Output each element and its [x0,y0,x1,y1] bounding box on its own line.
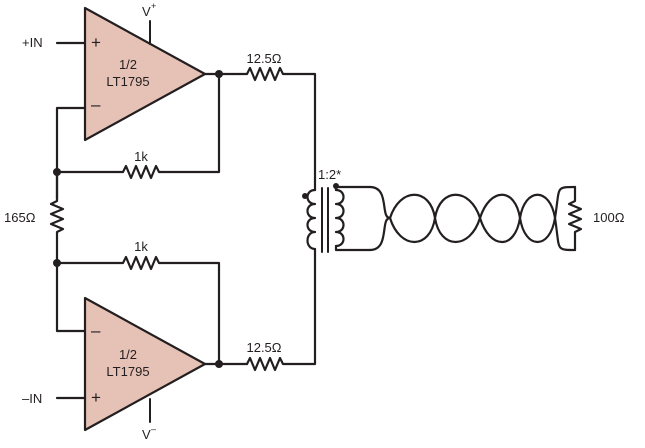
op-amp-top-label-1: 1/2 [119,57,137,72]
resistor-output-bottom [245,247,317,372]
transformer-primary-coil [306,188,317,251]
supply-negative-label: V [142,427,151,442]
resistor-output-top-label: 12.5Ω [246,51,281,66]
supply-positive-label: V [142,4,151,19]
resistor-gain-label: 165Ω [4,210,36,225]
op-amp-top [83,6,207,142]
resistor-output-bottom-label: 12.5Ω [246,340,281,355]
op-amp-top-minus: – [91,95,101,114]
transformer-secondary-coil [334,188,345,248]
op-amp-bottom-label-2: LT1795 [106,364,149,379]
transformer-secondary-bottom-wire [334,244,372,252]
resistor-feedback-top-label: 1k [134,149,148,164]
op-amp-bottom-minus: – [91,321,101,340]
op-amp-bottom [83,296,207,432]
resistor-feedback-bottom-label: 1k [134,239,148,254]
transformer-secondary-top-wire [334,185,372,192]
negative-input-label: –IN [22,391,42,406]
op-amp-bottom-label-1: 1/2 [119,347,137,362]
resistor-output-top [238,66,317,192]
positive-input-label: +IN [22,35,43,50]
twisted-pair-cable-return [368,193,577,252]
resistor-load-label: 100Ω [593,210,625,225]
transformer-ratio-label: 1:2* [318,167,341,182]
resistor-feedback-bottom [55,255,221,366]
supply-positive-sup: + [151,1,156,11]
top-feedback-wire [160,72,221,174]
bottom-inverting-wire [55,261,87,333]
bottom-output-node [215,360,223,368]
resistor-feedback-top [55,164,164,180]
top-inverting-wire [55,106,87,201]
resistor-load [567,185,583,252]
resistor-gain [49,170,65,265]
twisted-pair-cable [368,185,577,244]
op-amp-bottom-plus: + [91,388,101,407]
op-amp-top-label-2: LT1795 [106,74,149,89]
supply-negative-sup: – [151,424,156,434]
op-amp-top-plus: + [91,33,101,52]
